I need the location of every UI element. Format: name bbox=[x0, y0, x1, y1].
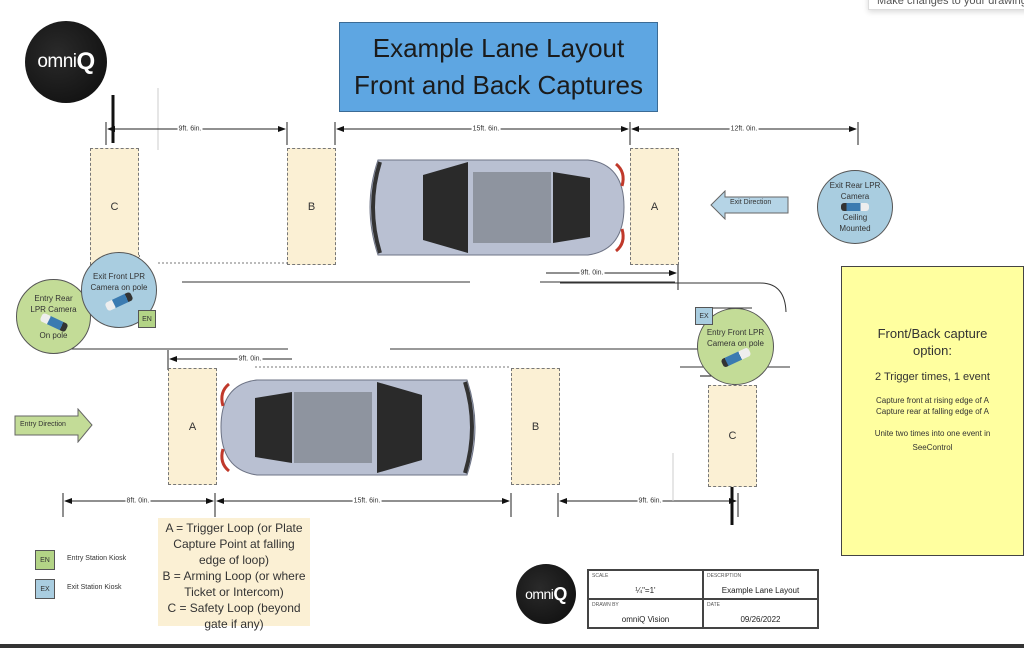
cam-label: Mounted bbox=[839, 224, 871, 233]
tb-value: omniQ Vision bbox=[621, 615, 670, 624]
legend-line: C = Safety Loop (beyond bbox=[167, 601, 301, 615]
loop-upper-c: C bbox=[90, 148, 139, 265]
camera-icon bbox=[104, 291, 134, 311]
cam-label: Entry Front LPR bbox=[706, 328, 765, 337]
tb-value: Example Lane Layout bbox=[721, 586, 800, 595]
notes-line: SeeControl bbox=[912, 443, 953, 452]
kiosk-entry-badge: EN bbox=[138, 310, 156, 328]
loop-upper-a: A bbox=[630, 148, 679, 265]
loop-label: C bbox=[110, 200, 119, 213]
dim-lower-lane: 9ft. 0in. bbox=[237, 355, 263, 363]
camera-entry-rear: Entry Rear LPR Camera On pole bbox=[16, 279, 91, 354]
dim-top-left: 9ft. 6in. bbox=[177, 125, 203, 133]
tb-drawn-by: DRAWN BY omniQ Vision bbox=[588, 599, 703, 628]
camera-icon bbox=[841, 203, 869, 211]
dim-top-right: 12ft. 0in. bbox=[729, 125, 759, 133]
loop-label: C bbox=[728, 430, 737, 442]
key-en-label: Entry Station Kiosk bbox=[67, 555, 127, 562]
loop-upper-b: B bbox=[287, 148, 336, 265]
legend-line: Ticket or Intercom) bbox=[184, 585, 284, 599]
cam-label: Camera on pole bbox=[707, 339, 764, 348]
cam-label: On pole bbox=[39, 330, 68, 340]
cam-label: Exit Front LPR bbox=[92, 271, 145, 281]
dim-bottom-mid: 15ft. 6in. bbox=[352, 497, 382, 505]
cam-label: Camera on pole bbox=[90, 282, 148, 292]
tb-value: ¼"=1' bbox=[635, 586, 656, 595]
dim-bottom-left: 8ft. 0in. bbox=[125, 497, 151, 505]
loop-label: B bbox=[531, 420, 540, 433]
car-upper bbox=[369, 159, 625, 256]
tooltip: Make changes to your drawing bbox=[868, 0, 1024, 10]
key-ex-label: Exit Station Kiosk bbox=[67, 584, 122, 591]
loop-label: A bbox=[188, 420, 197, 433]
tb-description: DESCRIPTION Example Lane Layout bbox=[703, 570, 818, 599]
dim-top-mid: 15ft. 6in. bbox=[471, 125, 501, 133]
loop-lower-a: A bbox=[168, 368, 217, 485]
tb-caption: SCALE bbox=[592, 573, 609, 579]
key-en-badge: EN bbox=[35, 550, 55, 570]
tb-scale: SCALE ¼"=1' bbox=[588, 570, 703, 599]
entry-direction-arrow bbox=[14, 408, 93, 443]
diagram-title: Example Lane Layout Front and Back Captu… bbox=[339, 22, 658, 112]
loop-label: B bbox=[307, 200, 316, 213]
car-lower bbox=[220, 379, 476, 476]
legend-line: A = Trigger Loop (or Plate bbox=[165, 521, 303, 535]
legend-line: edge of loop) bbox=[198, 553, 270, 567]
legend-line: gate if any) bbox=[204, 617, 264, 631]
logo-prefix: omni bbox=[525, 586, 554, 602]
exit-direction-arrow bbox=[710, 190, 789, 220]
title-line-2: Front and Back Captures bbox=[353, 70, 644, 100]
camera-icon bbox=[720, 347, 751, 368]
logo-suffix: Q bbox=[76, 48, 96, 75]
legend-line: B = Arming Loop (or where bbox=[162, 569, 306, 583]
bottom-bar bbox=[0, 644, 1024, 648]
tb-value: 09/26/2022 bbox=[740, 615, 781, 624]
cam-label: Entry Rear bbox=[34, 293, 73, 303]
tb-caption: DRAWN BY bbox=[592, 602, 619, 608]
camera-exit-rear: Exit Rear LPR Camera Ceiling Mounted bbox=[817, 170, 893, 244]
tb-date: DATE 09/26/2022 bbox=[703, 599, 818, 628]
tb-caption: DESCRIPTION bbox=[707, 573, 742, 579]
loop-legend: A = Trigger Loop (or Plate Capture Point… bbox=[158, 518, 310, 631]
capture-notes: Front/Back capture option: 2 Trigger tim… bbox=[841, 266, 1024, 556]
dim-bottom-right: 9ft. 6in. bbox=[637, 497, 663, 505]
cam-label: Ceiling bbox=[842, 213, 868, 222]
kiosk-exit-badge: EX bbox=[695, 307, 713, 325]
key-ex-badge: EX bbox=[35, 579, 55, 599]
notes-heading: Front/Back capture bbox=[877, 326, 988, 341]
loop-lower-c: C bbox=[708, 385, 757, 487]
loop-label: A bbox=[650, 200, 659, 213]
cam-label: Exit Rear LPR bbox=[829, 181, 881, 190]
loop-lower-b: B bbox=[511, 368, 560, 485]
tb-caption: DATE bbox=[707, 602, 720, 608]
notes-line: Unite two times into one event in bbox=[874, 429, 991, 438]
title-line-1: Example Lane Layout bbox=[372, 33, 625, 63]
notes-line: Capture rear at falling edge of A bbox=[876, 407, 989, 416]
notes-subheading: 2 Trigger times, 1 event bbox=[875, 371, 990, 383]
entry-direction-label: Entry Direction bbox=[20, 421, 66, 428]
legend-line: Capture Point at falling bbox=[173, 537, 295, 551]
notes-line: Capture front at rising edge of A bbox=[876, 396, 989, 405]
logo-prefix: omni bbox=[37, 51, 77, 72]
logo-suffix: Q bbox=[553, 583, 567, 604]
notes-heading: option: bbox=[912, 343, 953, 358]
cam-label: LPR Camera bbox=[30, 304, 77, 314]
exit-direction-label: Exit Direction bbox=[730, 199, 772, 206]
cam-label: Camera bbox=[840, 192, 870, 201]
title-block: SCALE ¼"=1' DESCRIPTION Example Lane Layou… bbox=[587, 569, 819, 629]
dim-upper-lane: 9ft. 0in. bbox=[579, 269, 605, 277]
